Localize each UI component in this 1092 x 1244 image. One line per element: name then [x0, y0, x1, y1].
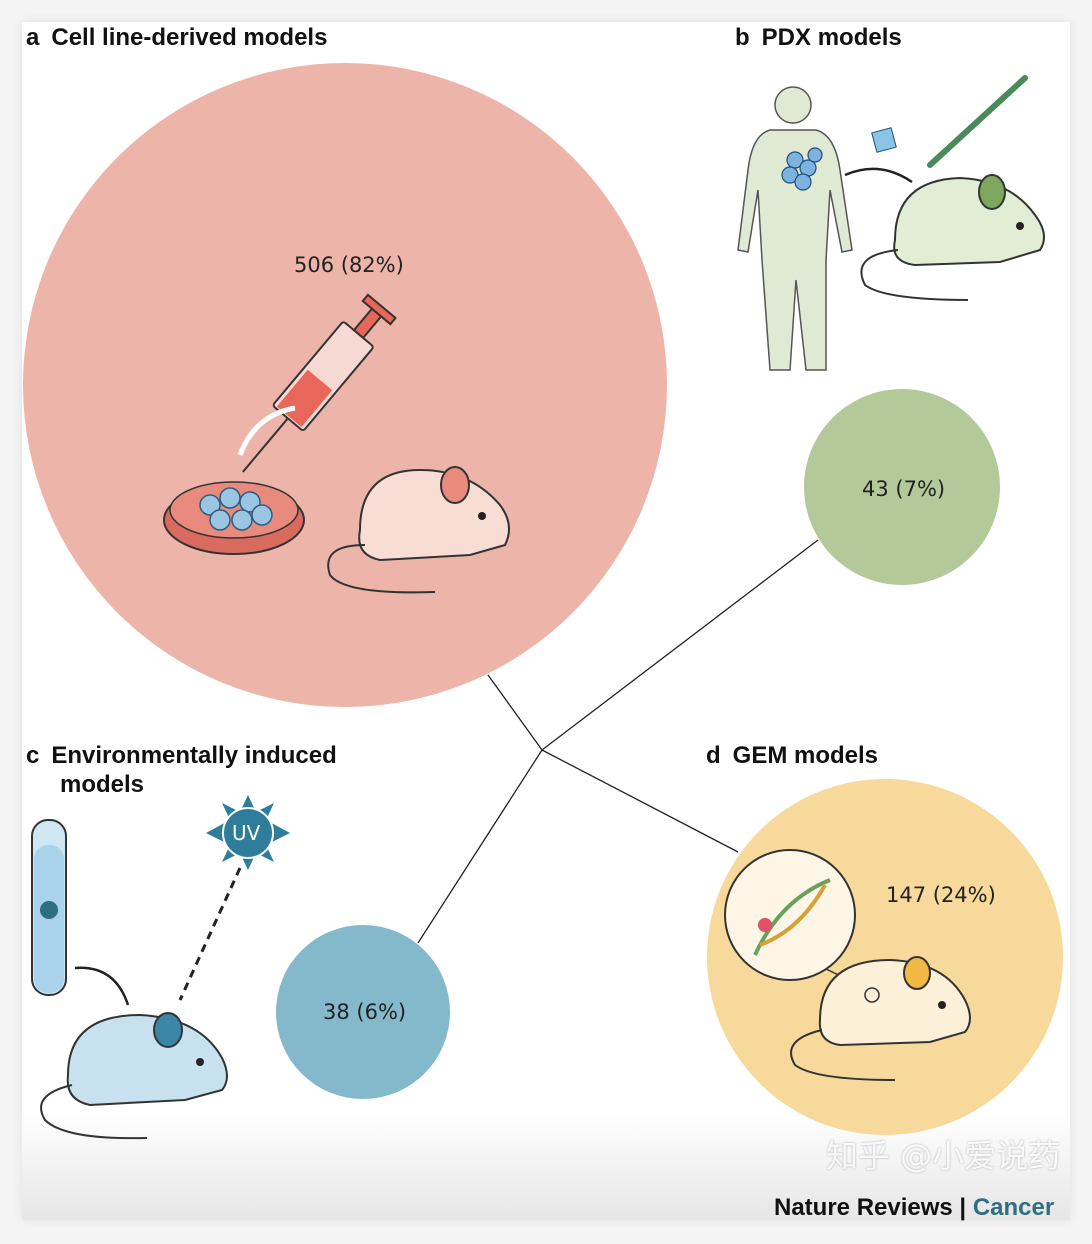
- arrow-icon: [74, 966, 130, 1006]
- count-environmental: 38 (6%): [323, 1000, 407, 1024]
- syringe-icon: [242, 293, 397, 473]
- arrow-icon: [844, 167, 913, 184]
- mouse-icon: [40, 1012, 228, 1140]
- panel-title-text: Cell line-derived models: [51, 24, 328, 51]
- arrow-icon: [237, 405, 296, 456]
- line-to-d: [541, 749, 739, 853]
- mouse-icon: [860, 174, 1045, 301]
- diagram-canvas: [23, 63, 1063, 1140]
- count-pdx: 43 (7%): [862, 477, 946, 501]
- skull-icon: [40, 901, 58, 919]
- uv-dashed-arrow: [178, 867, 242, 1001]
- uv-label: UV: [232, 821, 261, 845]
- count-gem: 147 (24%): [886, 883, 996, 907]
- panel-b-title: b PDX models: [735, 23, 902, 52]
- mouse-icon: [327, 466, 510, 594]
- dna-magnifier-icon: [724, 849, 871, 991]
- line-to-a: [487, 674, 543, 751]
- test-tube-icon: [31, 819, 67, 996]
- panel-title-text-line2: models: [60, 771, 145, 798]
- circle-environmental: [276, 925, 450, 1099]
- panel-d-title: d GEM models: [706, 741, 878, 770]
- panel-a-title: a Cell line-derived models: [26, 23, 327, 52]
- count-cell-line: 506 (82%): [294, 253, 404, 277]
- circle-cell-line: [23, 63, 667, 707]
- panel-letter: c: [26, 742, 40, 769]
- panel-title-text: PDX models: [761, 24, 902, 51]
- connector-lines: [417, 539, 819, 944]
- mouse-icon: [790, 956, 971, 1081]
- watermark: 知乎 @小爱说药: [826, 1137, 1061, 1175]
- human-silhouette-icon: [737, 86, 853, 371]
- petri-dish-icon: [163, 481, 305, 555]
- panel-title-text: GEM models: [732, 742, 879, 769]
- uv-sun-icon: [206, 795, 290, 870]
- separator: |: [959, 1194, 967, 1221]
- line-to-c: [417, 749, 543, 944]
- panel-title-text: Environmentally induced: [51, 742, 337, 769]
- journal-section: Cancer: [972, 1194, 1055, 1221]
- tumor-fragment-icon: [871, 127, 897, 153]
- panel-letter: b: [735, 24, 750, 51]
- circle-pdx: [804, 389, 1000, 585]
- tumor-icon: [781, 147, 823, 191]
- scalpel-icon: [927, 75, 1028, 168]
- journal-name: Nature Reviews: [774, 1194, 953, 1221]
- panel-letter: d: [706, 742, 721, 769]
- line-to-b: [541, 539, 819, 751]
- panel-letter: a: [26, 24, 40, 51]
- journal-credit: Nature Reviews | Cancer: [774, 1194, 1054, 1222]
